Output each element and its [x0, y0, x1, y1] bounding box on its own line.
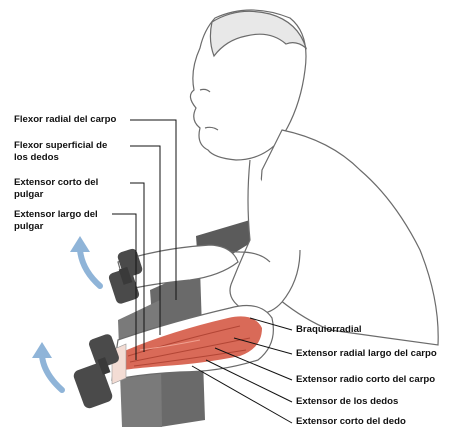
- label-extensor-largo-pulgar: Extensor largo del pulgar: [14, 209, 98, 233]
- curved-arrow-up-icon: [70, 236, 100, 286]
- label-extensor-corto-dedo: Extensor corto del dedo: [296, 416, 406, 428]
- label-braquiorradial: Braquiorradial: [296, 324, 362, 336]
- label-extensor-dedos: Extensor de los dedos: [296, 396, 398, 408]
- label-extensor-radio-corto: Extensor radio corto del carpo: [296, 374, 435, 386]
- label-extensor-radial-largo: Extensor radial largo del carpo: [296, 348, 437, 360]
- curved-arrow-up-icon: [32, 342, 62, 390]
- label-flexor-radial-carpo: Flexor radial del carpo: [14, 114, 116, 126]
- label-flexor-superficial: Flexor superficial de los dedos: [14, 140, 107, 164]
- label-extensor-corto-pulgar: Extensor corto del pulgar: [14, 177, 98, 201]
